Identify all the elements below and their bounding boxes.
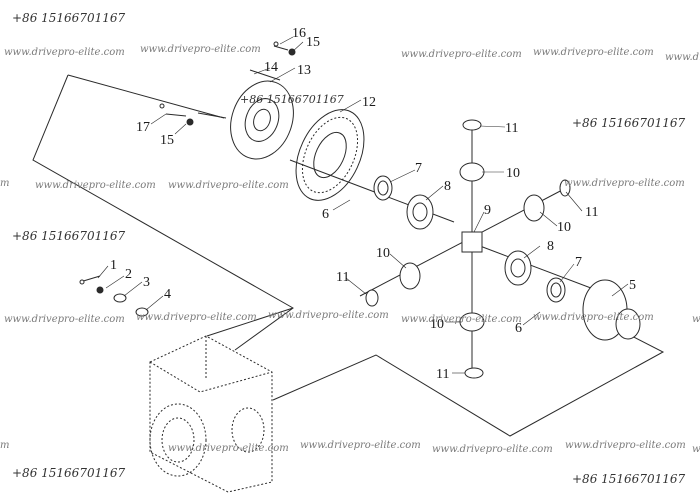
label-part-13: 13	[297, 63, 311, 78]
watermark: www.drivepro-elite.com	[432, 444, 553, 455]
phone-number: +86 15166701167	[12, 229, 126, 243]
watermark: www.drivepro-elite.com	[401, 314, 522, 325]
bolt-16	[273, 41, 279, 47]
watermark: www.drivepro-elite.com	[168, 180, 289, 191]
label-part-15-left: 15	[160, 133, 174, 148]
watermark-partial-right: w	[692, 314, 700, 325]
ring-gear-part	[295, 109, 365, 201]
label-part-7-bottom: 7	[575, 255, 582, 270]
label-part-10-bottom: 10	[430, 317, 444, 332]
label-part-6-bottom: 6	[515, 321, 522, 336]
label-part-11-bottom: 11	[436, 367, 449, 382]
spider-cross-9	[461, 231, 483, 253]
label-part-2: 2	[125, 267, 132, 282]
thrust-washer-11-bottom	[464, 367, 484, 379]
label-part-11-right: 11	[585, 205, 598, 220]
watermark: www.drivepro-elite.com	[168, 443, 289, 454]
label-part-10-top: 10	[506, 166, 520, 181]
label-part-4: 4	[164, 287, 171, 302]
watermark: www.drivepro-elite.com	[136, 312, 257, 323]
watermark: www.drivepro-elite.com	[35, 180, 156, 191]
axle-housing	[149, 335, 273, 493]
label-part-1: 1	[110, 258, 117, 273]
watermark-partial-left: m	[0, 178, 10, 189]
pinion-10-left	[399, 262, 421, 290]
watermark-partial-right: w	[692, 444, 700, 455]
label-part-14: 14	[264, 60, 278, 75]
washer-3	[113, 293, 127, 303]
label-part-10-right: 10	[557, 220, 571, 235]
flange-part	[230, 80, 294, 160]
label-part-8-bottom: 8	[547, 239, 554, 254]
thrust-washer-11-right	[559, 179, 571, 197]
part-labels: 1 2 3 4 5 6 6 7 7 8 8 9 10 10 10 10 11 1…	[110, 26, 636, 382]
thrust-washer-11-top	[462, 119, 482, 131]
watermark: www.drivepro-elite.com	[140, 44, 261, 55]
pinion-10-right	[523, 194, 545, 222]
label-part-12: 12	[362, 95, 376, 110]
label-part-7-top: 7	[415, 161, 422, 176]
bolt-1	[79, 279, 85, 285]
watermark-partial-left: m	[0, 440, 10, 451]
assembly-outline	[32, 74, 294, 351]
label-part-17: 17	[136, 120, 150, 135]
watermark: www.drivepro-elite.com	[564, 178, 685, 189]
bolt-17	[159, 103, 165, 109]
watermark: www.drivepro-elite.com	[300, 440, 421, 451]
watermark: www.drivepro-elite.com	[268, 310, 389, 321]
phone-number: +86 15166701167	[572, 472, 686, 486]
lower-outline	[272, 325, 665, 437]
label-part-11-top: 11	[505, 121, 518, 136]
watermark: www.drivepro-elite.com	[4, 47, 125, 58]
phone-number-overlay: +86 15166701167	[240, 93, 344, 106]
label-part-10-left: 10	[376, 246, 390, 261]
watermark: www.drivepro-elite.com	[4, 314, 125, 325]
bushing-4	[135, 307, 149, 317]
watermark: www.drivepro-elite.com	[401, 49, 522, 60]
watermark: www.drivepro-elite.com	[533, 312, 654, 323]
label-part-15-top: 15	[306, 35, 320, 50]
label-part-9: 9	[484, 203, 491, 218]
nut-2	[96, 286, 104, 294]
label-part-5: 5	[629, 278, 636, 293]
label-part-3: 3	[143, 275, 150, 290]
nut-15-left	[186, 118, 194, 126]
pinion-10-top	[459, 162, 485, 182]
watermark: www.drivepro-elite.com	[565, 440, 686, 451]
label-part-6-top: 6	[322, 207, 329, 222]
thrust-washer-11-left	[365, 289, 379, 307]
label-part-16: 16	[292, 26, 306, 41]
phone-number: +86 15166701167	[572, 116, 686, 130]
watermark: www.drivepro-elite.com	[665, 52, 700, 63]
label-part-8-top: 8	[444, 179, 451, 194]
watermark: www.drivepro-elite.com	[533, 47, 654, 58]
label-part-11-left: 11	[336, 270, 349, 285]
phone-number: +86 15166701167	[12, 466, 126, 480]
phone-number: +86 15166701167	[12, 11, 126, 25]
